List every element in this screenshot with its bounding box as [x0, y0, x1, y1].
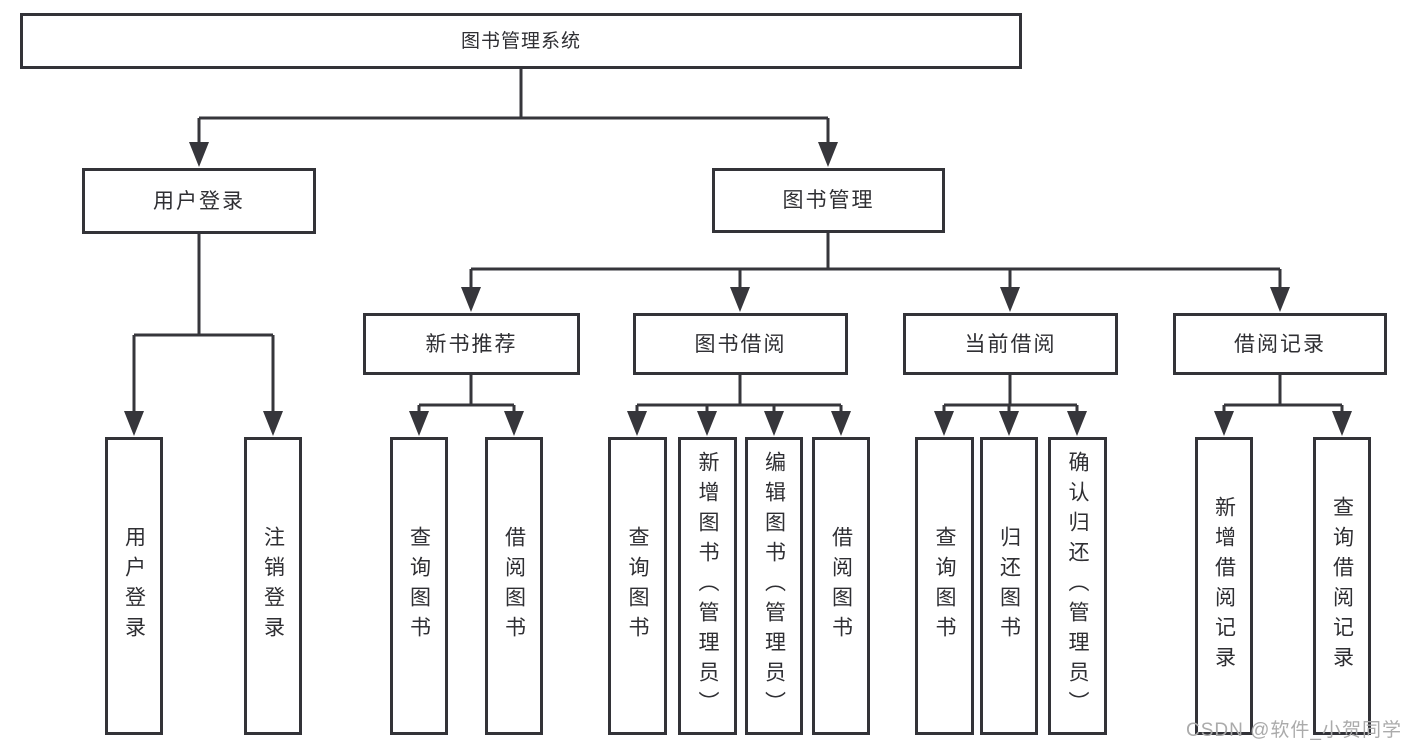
- connector-lines: [132, 69, 1344, 413]
- node-borrowing-records: 借阅记录: [1173, 313, 1387, 375]
- node-label: 查询图书: [626, 526, 649, 646]
- node-label: 注销登录: [261, 526, 285, 646]
- node-label: 查询图书: [407, 526, 431, 646]
- arrow-down-icon: [999, 411, 1019, 436]
- node-label: 归还图书: [997, 526, 1021, 646]
- node-label: 编辑图书（管理员）: [762, 451, 786, 721]
- arrow-down-icon: [504, 411, 524, 436]
- arrow-down-icon: [934, 411, 954, 436]
- node-leaf-borrow-books: 借阅图书: [812, 437, 870, 735]
- node-book-management: 图书管理: [712, 168, 945, 233]
- node-leaf-logout: 注销登录: [244, 437, 302, 735]
- node-label: 借阅图书: [829, 526, 853, 646]
- node-book-borrowing: 图书借阅: [633, 313, 848, 375]
- node-library-management-system: 图书管理系统: [20, 13, 1022, 69]
- node-leaf-edit-books-admin: 编辑图书（管理员）: [745, 437, 803, 735]
- node-new-book-recommendation: 新书推荐: [363, 313, 580, 375]
- node-leaf-return-books: 归还图书: [980, 437, 1038, 735]
- node-leaf-query-books-recommend: 查询图书: [390, 437, 448, 735]
- arrowheads: [124, 142, 1352, 436]
- node-leaf-query-books-borrow: 查询图书: [608, 437, 667, 735]
- node-leaf-query-borrow-record: 查询借阅记录: [1313, 437, 1371, 735]
- arrow-down-icon: [1214, 411, 1234, 436]
- node-leaf-user-login: 用户登录: [105, 437, 163, 735]
- node-label: 新增借阅记录: [1212, 496, 1236, 676]
- node-label: 用户登录: [122, 526, 146, 646]
- arrow-down-icon: [831, 411, 851, 436]
- node-leaf-query-books-current: 查询图书: [915, 437, 974, 735]
- arrow-down-icon: [124, 411, 144, 436]
- node-label: 借阅图书: [502, 526, 526, 646]
- node-current-borrowing: 当前借阅: [903, 313, 1118, 375]
- arrow-down-icon: [1000, 287, 1020, 312]
- arrow-down-icon: [764, 411, 784, 436]
- node-leaf-borrow-books-recommend: 借阅图书: [485, 437, 543, 735]
- arrow-down-icon: [1067, 411, 1087, 436]
- node-label: 查询借阅记录: [1330, 496, 1354, 676]
- arrow-down-icon: [1270, 287, 1290, 312]
- node-label: 确认归还（管理员）: [1066, 451, 1089, 721]
- node-label: 查询图书: [933, 526, 956, 646]
- arrow-down-icon: [409, 411, 429, 436]
- node-label: 新增图书（管理员）: [696, 451, 719, 721]
- node-leaf-add-borrow-record: 新增借阅记录: [1195, 437, 1253, 735]
- arrow-down-icon: [627, 411, 647, 436]
- arrow-down-icon: [263, 411, 283, 436]
- arrow-down-icon: [730, 287, 750, 312]
- node-leaf-confirm-return-admin: 确认归还（管理员）: [1048, 437, 1107, 735]
- arrow-down-icon: [461, 287, 481, 312]
- arrow-down-icon: [818, 142, 838, 167]
- node-leaf-add-books-admin: 新增图书（管理员）: [678, 437, 737, 735]
- arrow-down-icon: [1332, 411, 1352, 436]
- node-user-login: 用户登录: [82, 168, 316, 234]
- csdn-watermark: CSDN @软件_小贺同学: [1186, 720, 1402, 741]
- arrow-down-icon: [189, 142, 209, 167]
- arrow-down-icon: [697, 411, 717, 436]
